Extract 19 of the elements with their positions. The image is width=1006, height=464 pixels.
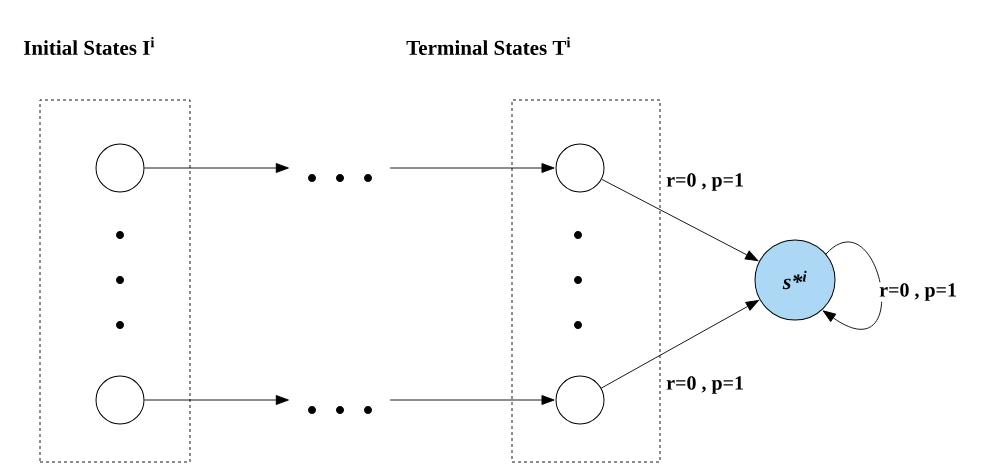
arrow	[600, 299, 759, 389]
group-title: Initial States I$^{i}$	[23, 37, 155, 55]
group-title: Terminal States T$^{i}$	[406, 37, 571, 55]
arrow	[822, 241, 883, 330]
state-circle	[555, 143, 605, 193]
state-circle	[95, 143, 145, 193]
arrow	[389, 163, 555, 173]
state-circle	[95, 375, 145, 425]
arrow	[144, 163, 289, 173]
edge-label: r=0 , p=1	[666, 376, 743, 394]
arrow	[144, 395, 289, 405]
ellipsis	[308, 406, 372, 414]
state-circle	[555, 375, 605, 425]
ellipsis	[308, 174, 372, 182]
arrow	[389, 395, 555, 405]
edge-label: r=0 , p=1	[666, 173, 743, 191]
edge-label: r=0 , p=1	[879, 283, 956, 301]
arrow	[601, 178, 759, 262]
absorbing-state: s*$^{i}$	[754, 239, 836, 321]
